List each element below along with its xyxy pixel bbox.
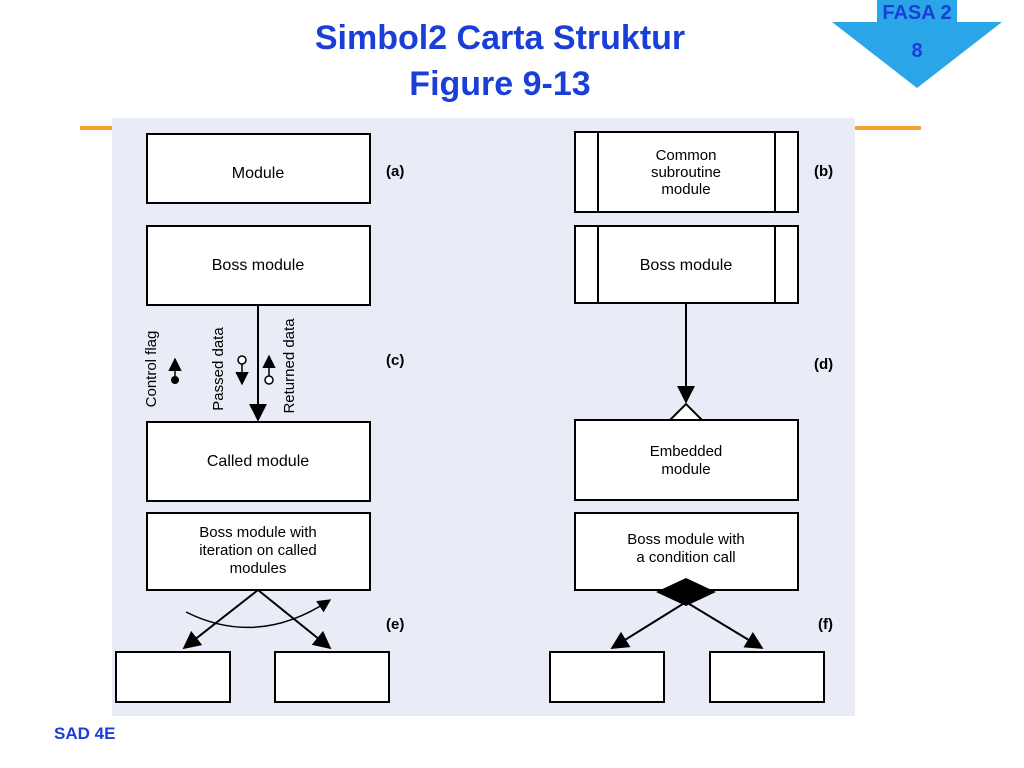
module-label: Module [232,165,285,182]
called-module-symbol: Called module [146,421,371,502]
svg-text:module: module [661,461,710,478]
condition-arrow-left [610,601,687,649]
iteration-child-left [115,651,231,703]
control-flag-label: Control flag [143,331,160,408]
svg-text:Boss module with: Boss module with [199,524,317,541]
structure-chart-symbols-diagram: Module (a) Common subroutine module (b) … [112,118,855,716]
control-flag-symbol [168,357,182,384]
slide-subtitle: Figure 9-13 [409,65,591,103]
svg-text:Boss module with: Boss module with [627,531,745,548]
condition-diamond [656,578,716,606]
iteration-loop-arc [185,599,332,629]
label-f: (f) [818,616,833,633]
svg-text:Embedded: Embedded [650,443,723,460]
iteration-child-right [274,651,390,703]
embedded-module-symbol: Embedded module [574,419,799,501]
returned-data-symbol [262,354,276,385]
badge-number: 8 [911,40,923,62]
common-line-2: subroutine [651,164,721,181]
svg-text:iteration on called: iteration on called [199,542,317,559]
boss-module-left: Boss module [146,225,371,306]
condition-boss-module: Boss module with a condition call [574,512,799,591]
svg-text:Boss module: Boss module [212,257,305,274]
common-line-1: Common [656,147,717,164]
fasa-badge-shape [832,0,1002,88]
label-e: (e) [386,616,404,633]
svg-text:Boss module: Boss module [640,257,733,274]
passed-data-label: Passed data [210,327,227,411]
boss-module-right: Boss module [574,225,799,304]
svg-text:Called module: Called module [207,453,309,470]
returned-data-label: Returned data [281,318,298,414]
badge-label: FASA 2 [882,2,952,24]
footer-label: SAD 4E [54,724,116,743]
condition-arrow-right [685,601,764,649]
module-symbol: Module [146,133,371,204]
label-b: (b) [814,163,833,180]
svg-text:a condition call: a condition call [636,549,735,566]
label-a: (a) [386,163,404,180]
common-line-3: module [661,181,710,198]
slide-title: Simbol2 Carta Struktur [314,19,686,57]
accent-rule-left [80,126,114,130]
svg-text:modules: modules [230,560,287,577]
condition-child-left [549,651,665,703]
label-d: (d) [814,356,833,373]
condition-child-right [709,651,825,703]
common-subroutine-symbol: Common subroutine module [574,131,799,213]
passed-data-symbol [235,355,249,386]
diagram-background [112,118,855,716]
accent-rule-right [853,126,921,130]
iteration-arrow-left [182,589,259,650]
iteration-boss-module: Boss module with iteration on called mod… [146,512,371,591]
label-c: (c) [386,352,404,369]
